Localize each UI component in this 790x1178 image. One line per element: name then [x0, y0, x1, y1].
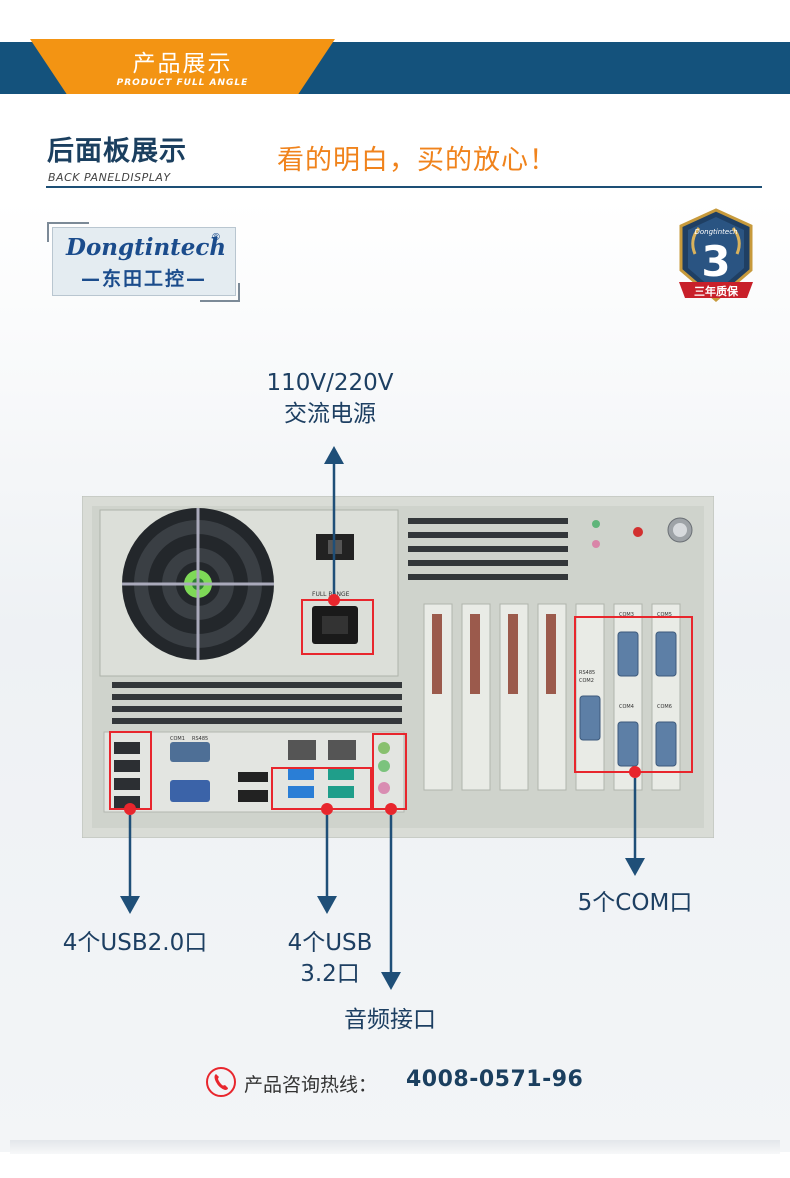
badge-label: 三年质保	[694, 285, 738, 298]
brand-logo	[52, 227, 236, 296]
com-arrowhead	[625, 858, 645, 876]
badge-brand: Dongtintech	[694, 228, 737, 236]
banner-tab	[30, 39, 335, 94]
audio-callout: 音频接口	[344, 1007, 436, 1033]
card-rs485-label: RS485	[579, 670, 595, 676]
usb3-arrowhead	[317, 896, 337, 914]
logo-corner-top	[47, 222, 89, 242]
logo-registered-mark: ®	[211, 232, 221, 243]
com4-label: COM4	[619, 704, 634, 710]
io-com1-label: COM1	[170, 736, 185, 742]
com6-label: COM6	[657, 704, 672, 710]
logo-text-en: Dongtintech	[66, 234, 227, 261]
power-callout-line1: 110V/220V	[266, 370, 394, 396]
com2-label: COM2	[579, 678, 594, 684]
usb2-callout: 4个USB2.0口	[62, 930, 208, 956]
section-subtitle: BACK PANELDISPLAY	[48, 171, 171, 184]
com5-label: COM5	[657, 612, 672, 618]
audio-arrowhead	[381, 972, 401, 990]
io-rs485-label: RS485	[192, 736, 208, 742]
hotline-number[interactable]: 4008-0571-96	[406, 1067, 584, 1092]
com3-label: COM3	[619, 612, 634, 618]
power-dot	[328, 594, 340, 606]
com-dot	[629, 766, 641, 778]
power-callout: 110V/220V 交流电源	[240, 368, 420, 430]
chassis-back-panel: FULL RANGE RS485 COM2 COM3 COM4 COM5 COM…	[82, 496, 714, 838]
power-arrowhead	[324, 446, 344, 464]
warranty-badge-icon: Dongtintech 3	[679, 208, 753, 302]
usb3-callout-line1: 4个USB	[287, 930, 373, 956]
logo-corner-bottom	[200, 283, 240, 302]
com-callout: 5个COM口	[577, 890, 693, 916]
usb2-dot	[124, 803, 136, 815]
power-callout-line2: 交流电源	[284, 401, 376, 427]
floor-shadow	[10, 1140, 780, 1154]
usb3-highlight-box	[271, 767, 372, 810]
hotline-label: 产品咨询热线：	[244, 1074, 378, 1096]
audio-dot	[385, 803, 397, 815]
com-highlight-box	[574, 616, 693, 773]
section-title: 后面板展示	[47, 136, 187, 167]
section-divider	[46, 186, 762, 188]
badge-number: 3	[701, 237, 730, 286]
phone-icon	[206, 1067, 236, 1097]
logo-text-cn: —东田工控—	[80, 268, 207, 290]
usb3-callout-line2: 3.2口	[300, 961, 360, 987]
section-slogan: 看的明白，买的放心！	[277, 145, 557, 176]
banner-title: 产品展示	[132, 51, 233, 77]
usb2-highlight-box	[109, 731, 152, 810]
psu-label: FULL RANGE	[312, 591, 350, 598]
usb2-arrowhead	[120, 896, 140, 914]
usb3-dot	[321, 803, 333, 815]
audio-highlight-box	[372, 733, 407, 810]
power-highlight-box	[301, 599, 374, 655]
usb3-callout: 4个USB 3.2口	[260, 928, 400, 990]
banner-subtitle: PRODUCT FULL ANGLE	[116, 78, 249, 88]
